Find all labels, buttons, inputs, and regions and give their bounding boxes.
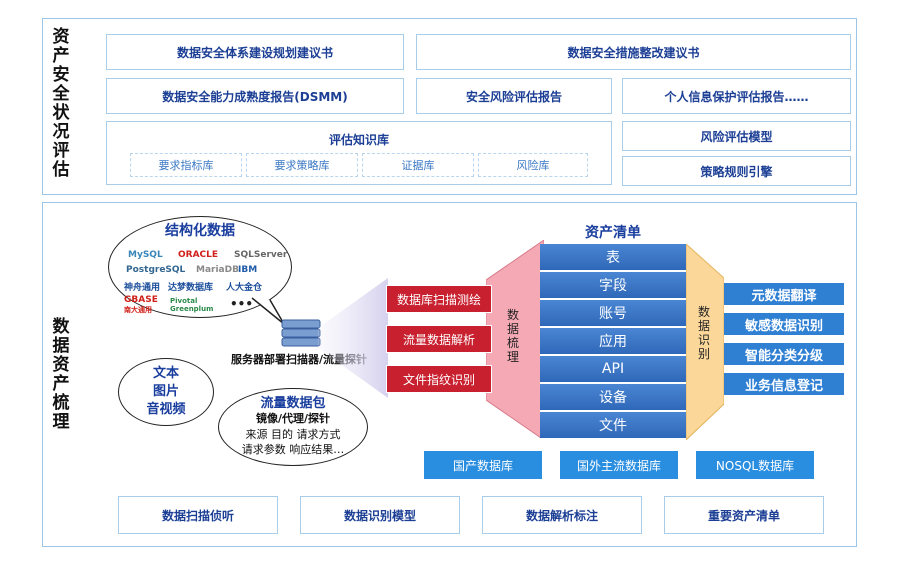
nanda-logo: 南大通用 (124, 306, 152, 314)
gbase-logo: GBASE (124, 295, 158, 305)
server-icon (281, 319, 321, 347)
postgresql-logo: PostgreSQL (126, 265, 186, 275)
metadata-translate-button[interactable]: 元数据翻译 (724, 283, 844, 305)
domestic-db-button[interactable]: 国产数据库 (424, 451, 542, 479)
mariadb-logo: MariaDB (196, 265, 239, 275)
asset-item-field: 字段 (540, 272, 686, 300)
scan-listen-box: 数据扫描侦听 (118, 496, 278, 534)
asset-item-app: 应用 (540, 328, 686, 356)
asset-item-device: 设备 (540, 384, 686, 412)
dsmm-report-box: 数据安全能力成熟度报告(DSMM) (106, 78, 404, 114)
plan-report-box: 数据安全体系建设规划建议书 (106, 34, 404, 70)
rule-engine-box: 策略规则引擎 (622, 156, 851, 186)
identify-model-box: 数据识别模型 (300, 496, 460, 534)
risk-report-box: 安全风险评估报告 (416, 78, 612, 114)
sensitive-data-button[interactable]: 敏感数据识别 (724, 313, 844, 335)
media-image-label: 图片 (152, 384, 179, 399)
file-fingerprint-button[interactable]: 文件指纹识别 (386, 365, 492, 393)
traffic-sub: 镜像/代理/探针 (255, 412, 331, 425)
traffic-title: 流量数据包 (260, 396, 326, 411)
mysql-logo: MySQL (128, 250, 163, 260)
identify-label: 数据识别 (697, 305, 710, 361)
nosql-db-button[interactable]: NOSQL数据库 (696, 451, 814, 479)
asset-list-column: 表 字段 账号 应用 API 设备 文件 (540, 244, 686, 440)
assessment-side-title: 资产安全状况评估 (52, 27, 70, 180)
traffic-line1: 来源 目的 请求方式 (245, 428, 341, 441)
sorting-funnel (486, 240, 544, 440)
db-scan-button[interactable]: 数据库扫描测绘 (386, 285, 492, 313)
asset-sorting-side-title: 数据资产梳理 (52, 317, 70, 432)
asset-item-table: 表 (540, 244, 686, 272)
dameng-logo: 达梦数据库 (168, 283, 214, 293)
asset-list-title: 资产清单 (585, 225, 641, 241)
asset-item-file: 文件 (540, 412, 686, 440)
more-logos-dots: ••• (230, 297, 254, 311)
asset-item-api: API (540, 356, 686, 384)
oracle-logo: ORACLE (178, 250, 219, 260)
knowledge-item: 风险库 (478, 153, 588, 177)
identify-funnel (686, 244, 724, 440)
knowledge-base-title: 评估知识库 (328, 133, 389, 147)
shenzhou-logo: 神舟通用 (124, 283, 161, 293)
sqlserver-logo: SQLServer (234, 250, 288, 260)
greenplum-logo: Pivotal Greenplum (170, 297, 214, 313)
structured-data-title: 结构化数据 (165, 223, 235, 239)
ibm-logo: IBM (238, 265, 258, 275)
traffic-bubble (218, 388, 368, 466)
risk-model-box: 风险评估模型 (622, 121, 851, 151)
knowledge-item: 证据库 (362, 153, 474, 177)
business-register-button[interactable]: 业务信息登记 (724, 373, 844, 395)
rectify-report-box: 数据安全措施整改建议书 (416, 34, 851, 70)
media-video-label: 音视频 (146, 402, 186, 417)
asset-item-account: 账号 (540, 300, 686, 328)
traffic-parse-button[interactable]: 流量数据解析 (386, 325, 492, 353)
kingbase-logo: 人大金仓 (226, 283, 263, 293)
privacy-report-box: 个人信息保护评估报告…… (622, 78, 851, 114)
knowledge-item: 要求策略库 (246, 153, 358, 177)
sorting-label: 数据梳理 (506, 308, 519, 364)
scan-beam (318, 278, 388, 398)
traffic-line2: 请求参数 响应结果… (241, 443, 345, 456)
foreign-db-button[interactable]: 国外主流数据库 (560, 451, 678, 479)
knowledge-item: 要求指标库 (130, 153, 242, 177)
key-asset-list-box: 重要资产清单 (664, 496, 824, 534)
media-bubble (118, 358, 214, 426)
parse-annotate-box: 数据解析标注 (482, 496, 642, 534)
classify-grade-button[interactable]: 智能分类分级 (724, 343, 844, 365)
media-text-label: 文本 (152, 366, 179, 381)
